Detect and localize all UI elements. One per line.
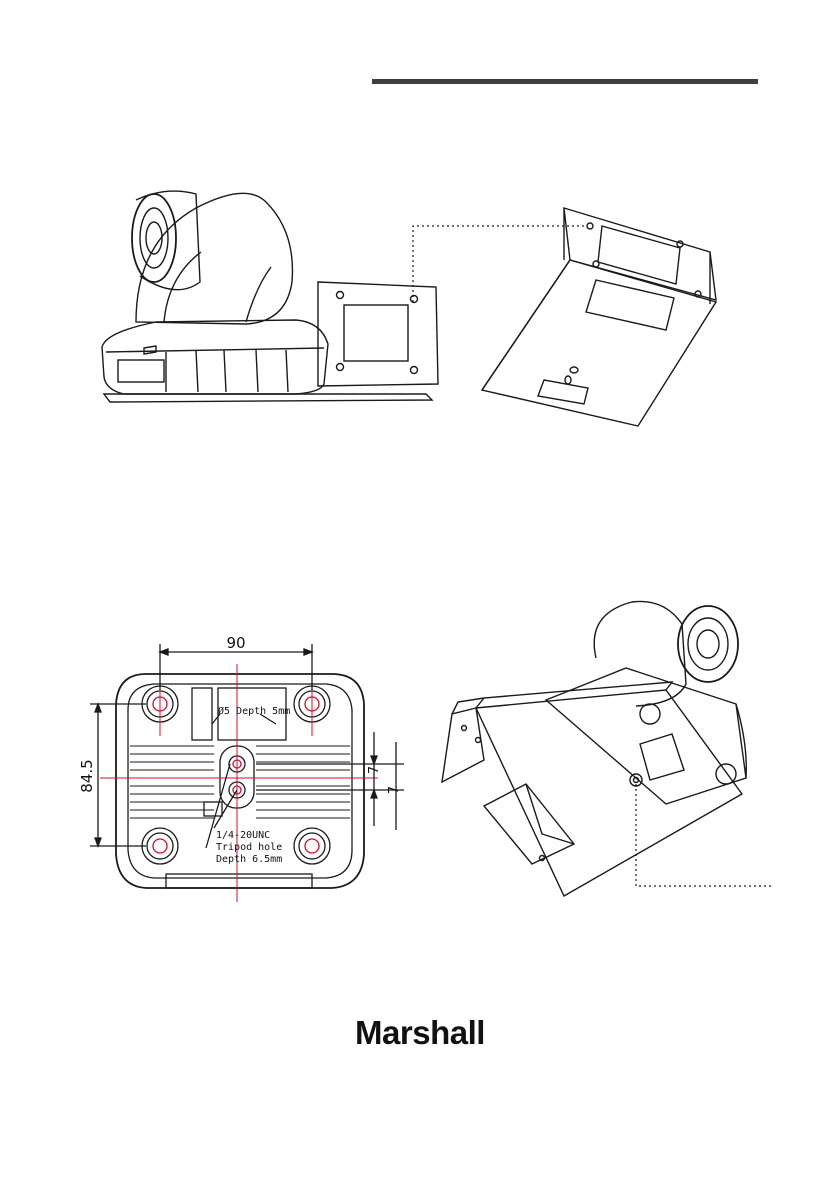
- width-dimension-label: 90: [226, 634, 245, 652]
- l-bracket-drawing: [478, 204, 728, 432]
- brand-logo: Marshall: [0, 1014, 840, 1052]
- pitch-a-label: 7: [367, 766, 382, 774]
- thread-hole-callout: Ø5 Depth 5mm: [218, 705, 290, 717]
- tripod-callout-line1: 1/4-20UNC: [216, 830, 270, 841]
- bottom-view-labels: 90 84.5 7 7 Ø5 Depth 5mm 1/4-20UNC Tripo…: [60, 630, 420, 910]
- camera-with-bracket-drawing: [96, 172, 446, 412]
- tripod-callout-line3: Depth 6.5mm: [216, 854, 282, 865]
- pitch-b-label: 7: [387, 786, 402, 794]
- header-rule: [372, 79, 758, 84]
- leader-line-bottom: [628, 780, 778, 892]
- height-dimension-label: 84.5: [78, 759, 96, 792]
- tripod-callout-line2: Tripod hole: [216, 842, 282, 853]
